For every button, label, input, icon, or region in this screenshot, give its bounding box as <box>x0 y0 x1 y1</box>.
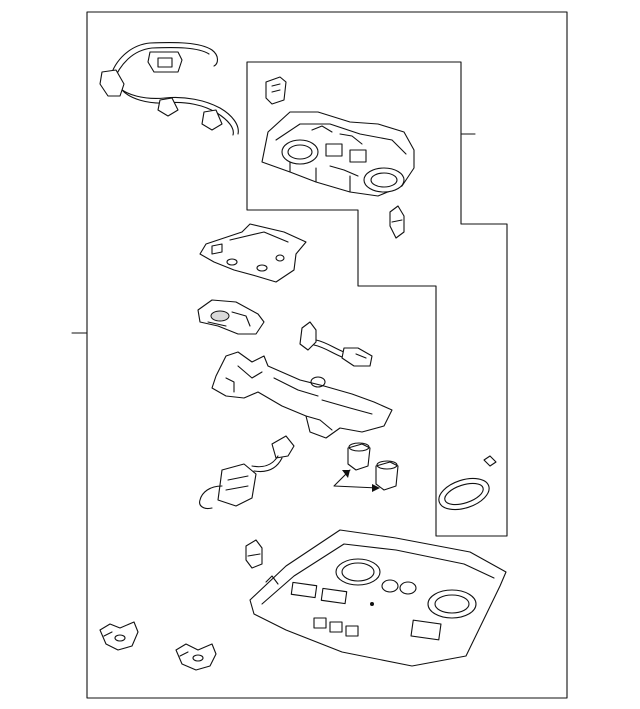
clip-icon <box>175 643 217 671</box>
small-clip-icon <box>245 539 263 569</box>
lamp-frame-icon <box>211 351 393 439</box>
bulb-pair-icon <box>333 442 399 492</box>
subassembly-bracket-outline <box>246 61 508 537</box>
lamp-harness-icon <box>199 435 295 510</box>
bulb-icon <box>389 205 405 239</box>
switch-plate-icon <box>197 299 265 335</box>
wire-harness-icon <box>99 42 239 136</box>
console-housing-icon <box>261 111 415 197</box>
bracket-icon <box>199 223 307 283</box>
diagram-frame <box>71 11 568 699</box>
bulb-socket-icon <box>265 76 287 105</box>
sensor-icon <box>299 321 373 367</box>
bezel-icon <box>249 529 507 667</box>
lens-icon <box>438 455 497 511</box>
clip-icon <box>99 621 139 651</box>
